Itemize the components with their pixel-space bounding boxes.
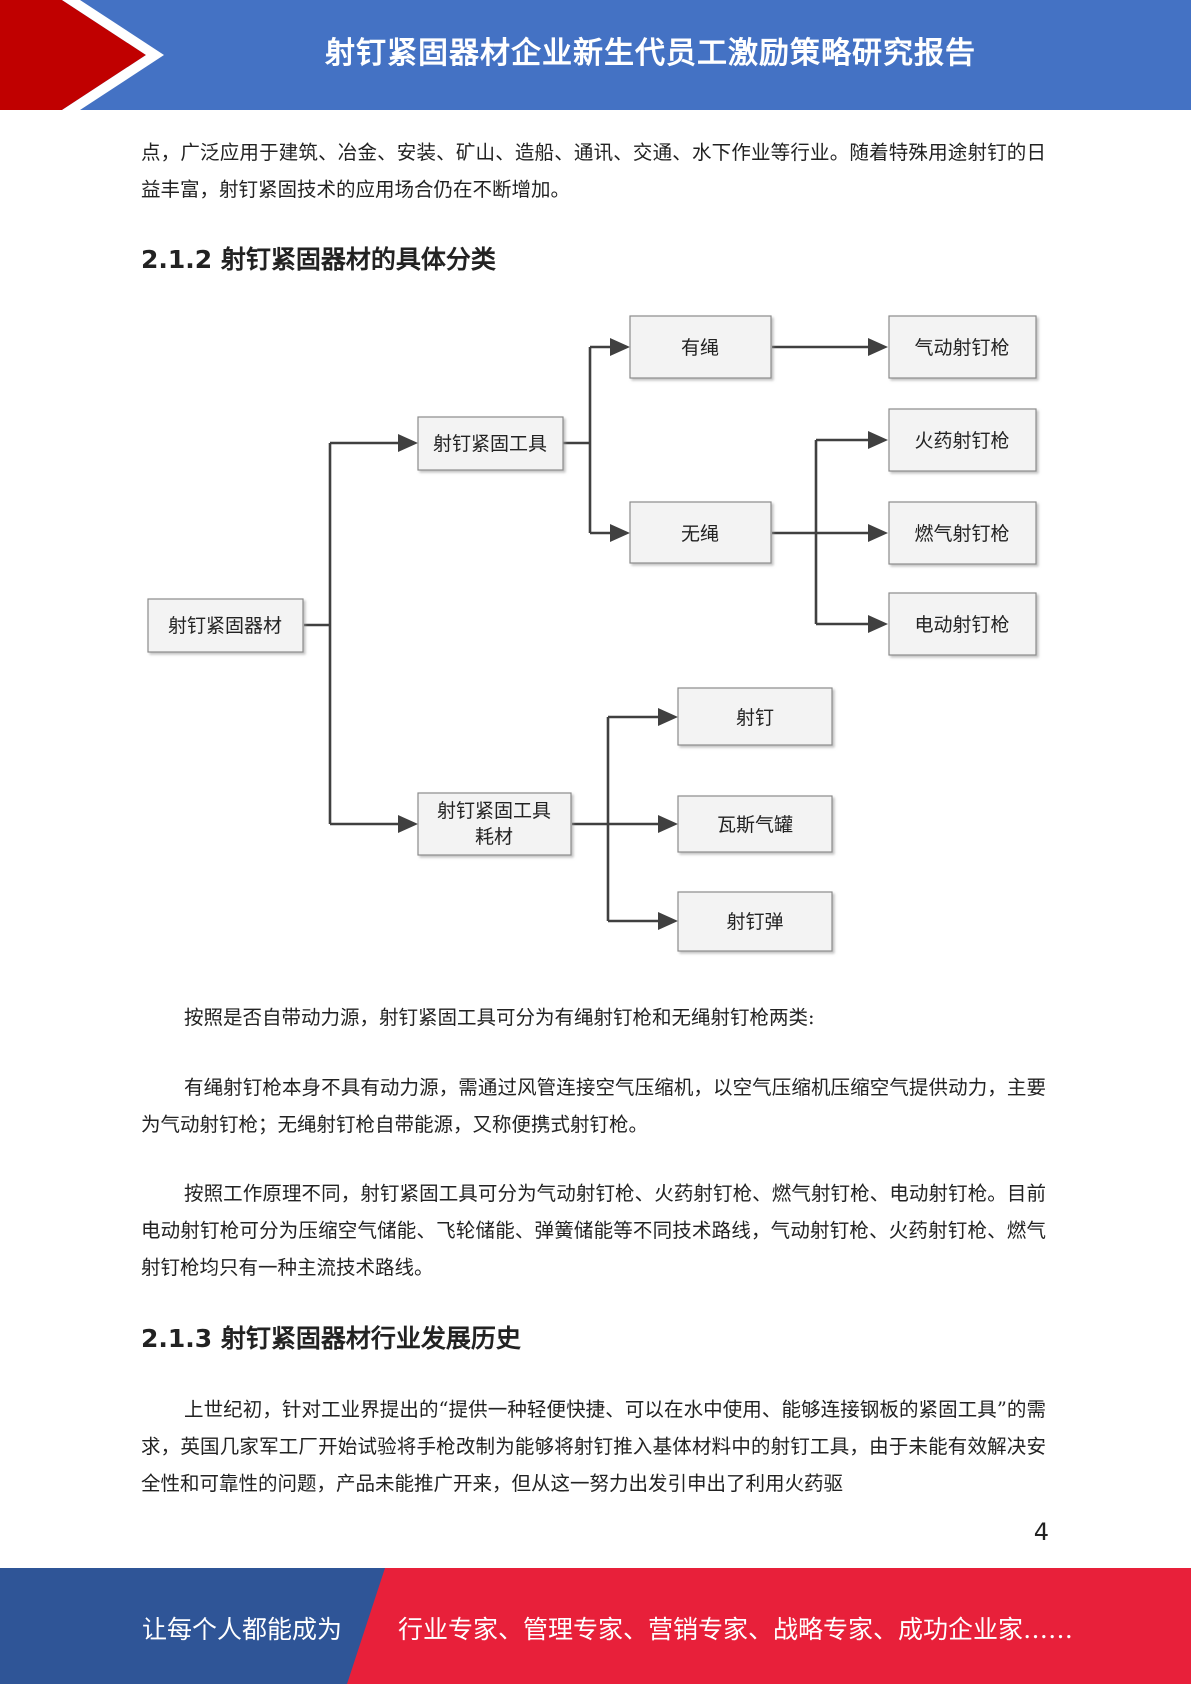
node-consumables-label-line2: 耗材 bbox=[475, 826, 513, 848]
node-electric-gun: 电动射钉枪 bbox=[888, 592, 1037, 656]
node-consumables: 射钉紧固工具 耗材 bbox=[417, 792, 572, 856]
footer-slogan-right: 行业专家、管理专家、营销专家、战略专家、成功企业家…… bbox=[398, 1615, 1074, 1644]
diagram-connectors bbox=[304, 345, 870, 923]
page-header: 射钉紧固器材企业新生代员工激励策略研究报告 bbox=[0, 0, 1191, 110]
classification-diagram: 射钉紧固器材 射钉紧固工具 有绳 无绳 气动射钉枪 火药射钉枪 燃气射钉枪 电动… bbox=[147, 315, 1037, 952]
page-number: 4 bbox=[1033, 1518, 1049, 1546]
footer-background bbox=[0, 1568, 1191, 1684]
node-cartridge-label: 射钉弹 bbox=[726, 911, 783, 933]
history-paragraph: 上世纪初，针对工业界提出的“提供一种轻便快捷、可以在水中使用、能够连接钢板的紧固… bbox=[141, 1398, 1046, 1495]
corded-paragraph: 有绳射钉枪本身不具有动力源，需通过风管连接空气压缩机，以空气压缩机压缩空气提供动… bbox=[141, 1076, 1046, 1136]
node-electric-gun-label: 电动射钉枪 bbox=[914, 614, 1009, 636]
node-corded: 有绳 bbox=[629, 315, 772, 379]
section-2-1-3-heading: 2.1.3 射钉紧固器材行业发展历史 bbox=[141, 1324, 521, 1353]
node-corded-label: 有绳 bbox=[681, 337, 719, 359]
principle-paragraph: 按照工作原理不同，射钉紧固工具可分为气动射钉枪、火药射钉枪、燃气射钉枪、电动射钉… bbox=[141, 1182, 1046, 1279]
section-2-1-2-heading: 2.1.2 射钉紧固器材的具体分类 bbox=[141, 245, 496, 274]
intro-paragraph: 点，广泛应用于建筑、冶金、安装、矿山、造船、通讯、交通、水下作业等行业。随着特殊… bbox=[141, 141, 1046, 201]
node-tools-label: 射钉紧固工具 bbox=[433, 433, 547, 455]
node-gas-gun-label: 燃气射钉枪 bbox=[914, 523, 1009, 545]
node-gas-can-label: 瓦斯气罐 bbox=[717, 814, 793, 836]
node-nail: 射钉 bbox=[677, 687, 833, 746]
node-gas-can: 瓦斯气罐 bbox=[677, 795, 833, 853]
node-cartridge: 射钉弹 bbox=[677, 891, 833, 952]
power-source-paragraph: 按照是否自带动力源，射钉紧固工具可分为有绳射钉枪和无绳射钉枪两类: bbox=[184, 1006, 815, 1029]
node-root-label: 射钉紧固器材 bbox=[168, 615, 282, 637]
diagram-arrowheads bbox=[398, 338, 888, 930]
node-consumables-label-line1: 射钉紧固工具 bbox=[437, 800, 551, 822]
page-footer: 让每个人都能成为 行业专家、管理专家、营销专家、战略专家、成功企业家…… bbox=[0, 1568, 1191, 1684]
node-pneumatic-gun-label: 气动射钉枪 bbox=[914, 337, 1009, 359]
node-cordless: 无绳 bbox=[629, 501, 772, 564]
header-title: 射钉紧固器材企业新生代员工激励策略研究报告 bbox=[325, 36, 976, 71]
node-pneumatic-gun: 气动射钉枪 bbox=[888, 315, 1037, 379]
node-gas-gun: 燃气射钉枪 bbox=[888, 501, 1037, 565]
footer-slogan-left: 让每个人都能成为 bbox=[142, 1615, 343, 1644]
node-tools: 射钉紧固工具 bbox=[417, 416, 564, 471]
node-root: 射钉紧固器材 bbox=[147, 598, 304, 653]
node-nail-label: 射钉 bbox=[736, 707, 774, 729]
header-chevron-decoration bbox=[0, 0, 164, 110]
node-powder-gun-label: 火药射钉枪 bbox=[914, 430, 1009, 452]
node-cordless-label: 无绳 bbox=[681, 523, 719, 545]
node-powder-gun: 火药射钉枪 bbox=[888, 408, 1037, 472]
